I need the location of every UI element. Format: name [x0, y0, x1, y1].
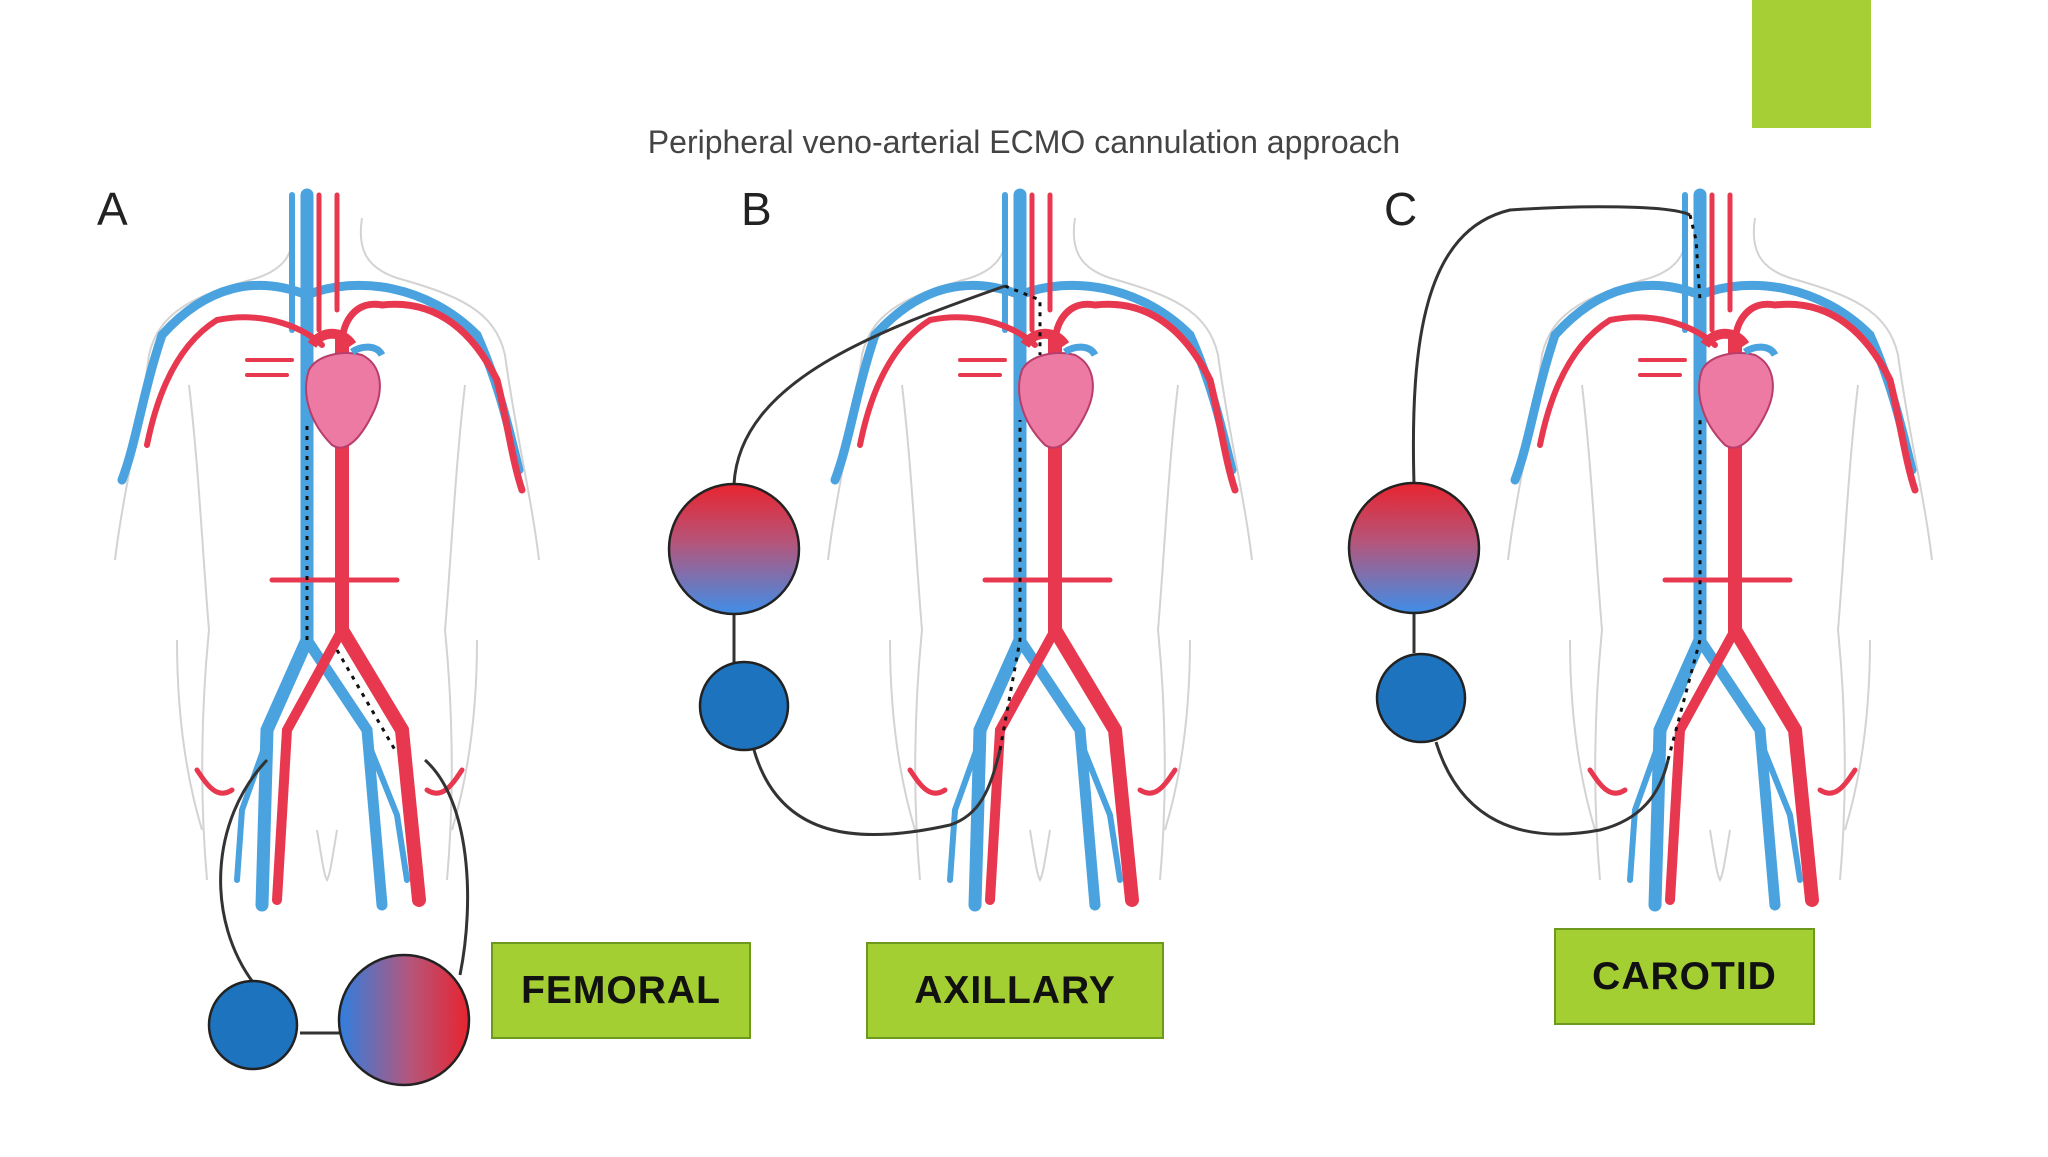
accent-block: [1752, 0, 1871, 128]
axillary-venous-cannula: [998, 420, 1022, 751]
femoral-return-tube: [424, 758, 470, 976]
femoral-pump: [207, 979, 299, 1071]
body-illustrations: [115, 195, 1932, 905]
carotid-label: CAROTID: [1554, 928, 1815, 1025]
femoral-label: FEMORAL: [491, 942, 751, 1039]
axillary-return-tube: [732, 284, 1006, 485]
femoral-drainage-tube: [219, 758, 269, 986]
femoral-oxygenator: [337, 953, 471, 1087]
body-figure-b: [828, 195, 1252, 905]
axillary-oxygenator: [667, 482, 801, 616]
body-figure-c: [1508, 195, 1932, 905]
carotid-drainage-tube: [1434, 741, 1670, 836]
axillary-drainage-tube: [752, 749, 1002, 837]
carotid-pump: [1375, 652, 1467, 744]
panel-a-letter: A: [97, 183, 128, 235]
carotid-venous-cannula: [1666, 420, 1702, 761]
panel-b-letter: B: [741, 183, 772, 235]
page-title: Peripheral veno-arterial ECMO cannulatio…: [647, 124, 1401, 160]
axillary-arterial-cannula: [1004, 284, 1042, 355]
body-figure-a: [115, 195, 539, 905]
panel-c-letter: C: [1384, 183, 1418, 235]
carotid-return-tube: [1411, 205, 1691, 485]
axillary-label: AXILLARY: [866, 942, 1164, 1039]
axillary-pump: [698, 660, 790, 752]
carotid-oxygenator: [1347, 481, 1481, 615]
ecmo-circuits: [207, 205, 1702, 1087]
